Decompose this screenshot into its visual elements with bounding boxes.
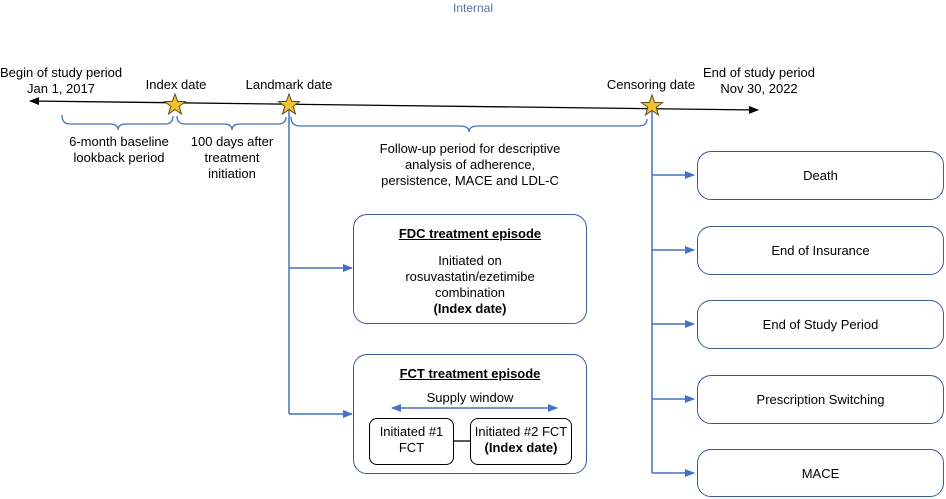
censor-prescription-switching-box: Prescription Switching [697, 375, 944, 424]
fct-initiated-2-box: Initiated #2 FCT(Index date) [470, 418, 572, 465]
landmark-date-star-icon [277, 92, 301, 116]
brace-baseline [61, 114, 174, 131]
fdc-episode-title: FDC treatment episode [398, 226, 542, 241]
timeline-axis [29, 97, 759, 114]
brace-landmark-gap [176, 115, 287, 131]
landmark-date-label: Landmark date [245, 77, 333, 92]
classification-label: Internal [452, 1, 494, 15]
censor-mace-box: MACE [697, 449, 944, 497]
censoring-date-star-icon [640, 93, 664, 117]
brace-followup [290, 116, 648, 133]
censor-death-box: Death [697, 151, 944, 200]
censor-end-of-study-box: End of Study Period [697, 300, 944, 349]
supply-window-label: Supply window [426, 390, 514, 405]
censor-end-of-insurance-box: End of Insurance [697, 226, 944, 275]
index-date-label: Index date [145, 77, 207, 92]
censoring-date-label: Censoring date [606, 77, 696, 92]
fct-episode-title: FCT treatment episode [399, 366, 541, 381]
index-date-star-icon [163, 92, 187, 116]
